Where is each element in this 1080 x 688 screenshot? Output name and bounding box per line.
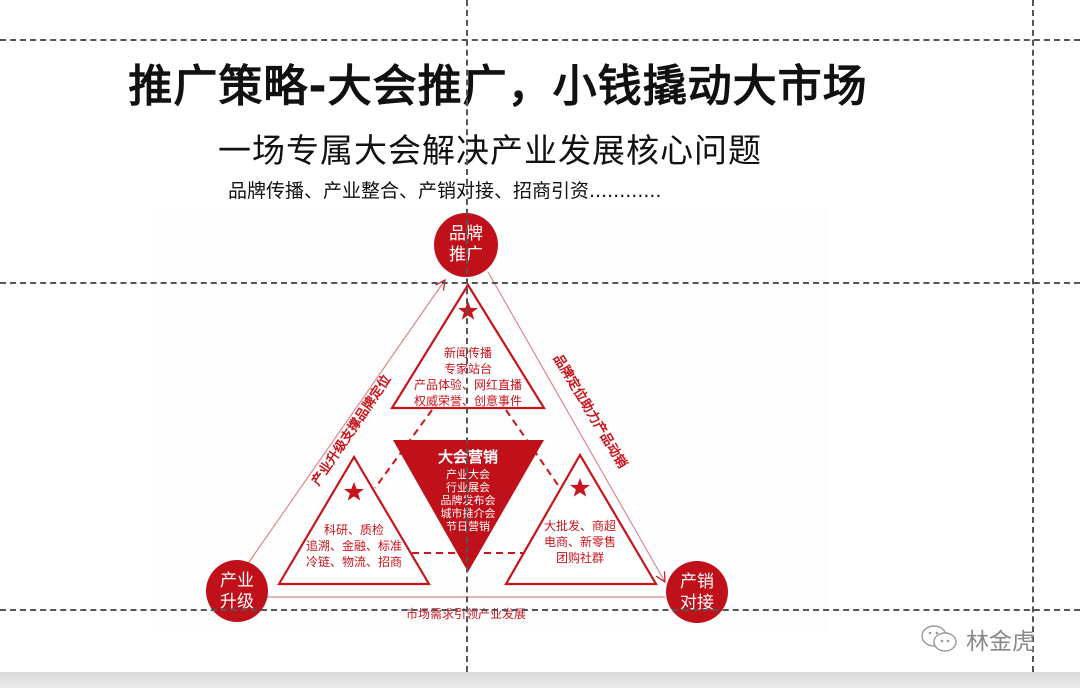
slide-tagline: 品牌传播、产业整合、产销对接、招商引资............ (228, 180, 662, 202)
node-right (666, 561, 728, 623)
node-right-label: 产销对接 (680, 572, 714, 613)
node-left (206, 560, 268, 622)
center-title: 大会营销 (437, 448, 498, 466)
slide: 推广策略-大会推广，小钱撬动大市场 一场专属大会解决产业发展核心问题 品牌传播、… (0, 0, 1080, 672)
guide-line-h3 (0, 609, 1080, 611)
triangle-left-text: 科研、质检 追溯、金融、标准 冷链、物流、招商 (305, 523, 402, 569)
edge-arrow-right (487, 271, 665, 582)
slide-title: 推广策略-大会推广，小钱撬动大市场 (128, 61, 868, 112)
triangle-top-text: 新闻传播 专家站台 产品体验、网红直播 权威荣誉、创意事件 (413, 346, 522, 408)
triangle-diagram (206, 213, 728, 623)
triangle-center (393, 440, 544, 572)
guide-line-v2 (1032, 0, 1034, 672)
center-items: 产业大会 行业展会 品牌发布会 城市推介会 节日营销 (440, 468, 496, 533)
guide-line-h1 (0, 39, 1080, 41)
watermark-text: 林金虎 (966, 629, 1035, 655)
bottom-band (0, 672, 1080, 688)
wechat-icon (921, 625, 957, 652)
guide-line-v1 (466, 0, 468, 672)
edge-arrow-left (239, 280, 445, 576)
diagram-background (152, 210, 828, 630)
star-icon (344, 482, 364, 501)
triangle-top (390, 282, 546, 410)
triangle-right-text: 大批发、商超 电商、新零售 团购社群 (543, 519, 616, 565)
triangle-right (504, 452, 658, 586)
slide-subtitle: 一场专属大会解决产业发展核心问题 (218, 131, 762, 170)
guide-line-h2 (0, 282, 1080, 284)
star-icon (458, 301, 478, 320)
star-icon (570, 478, 590, 497)
node-left-label: 产业升级 (220, 571, 254, 612)
watermark: 林金虎 (920, 622, 1035, 656)
triangle-left (277, 454, 431, 586)
